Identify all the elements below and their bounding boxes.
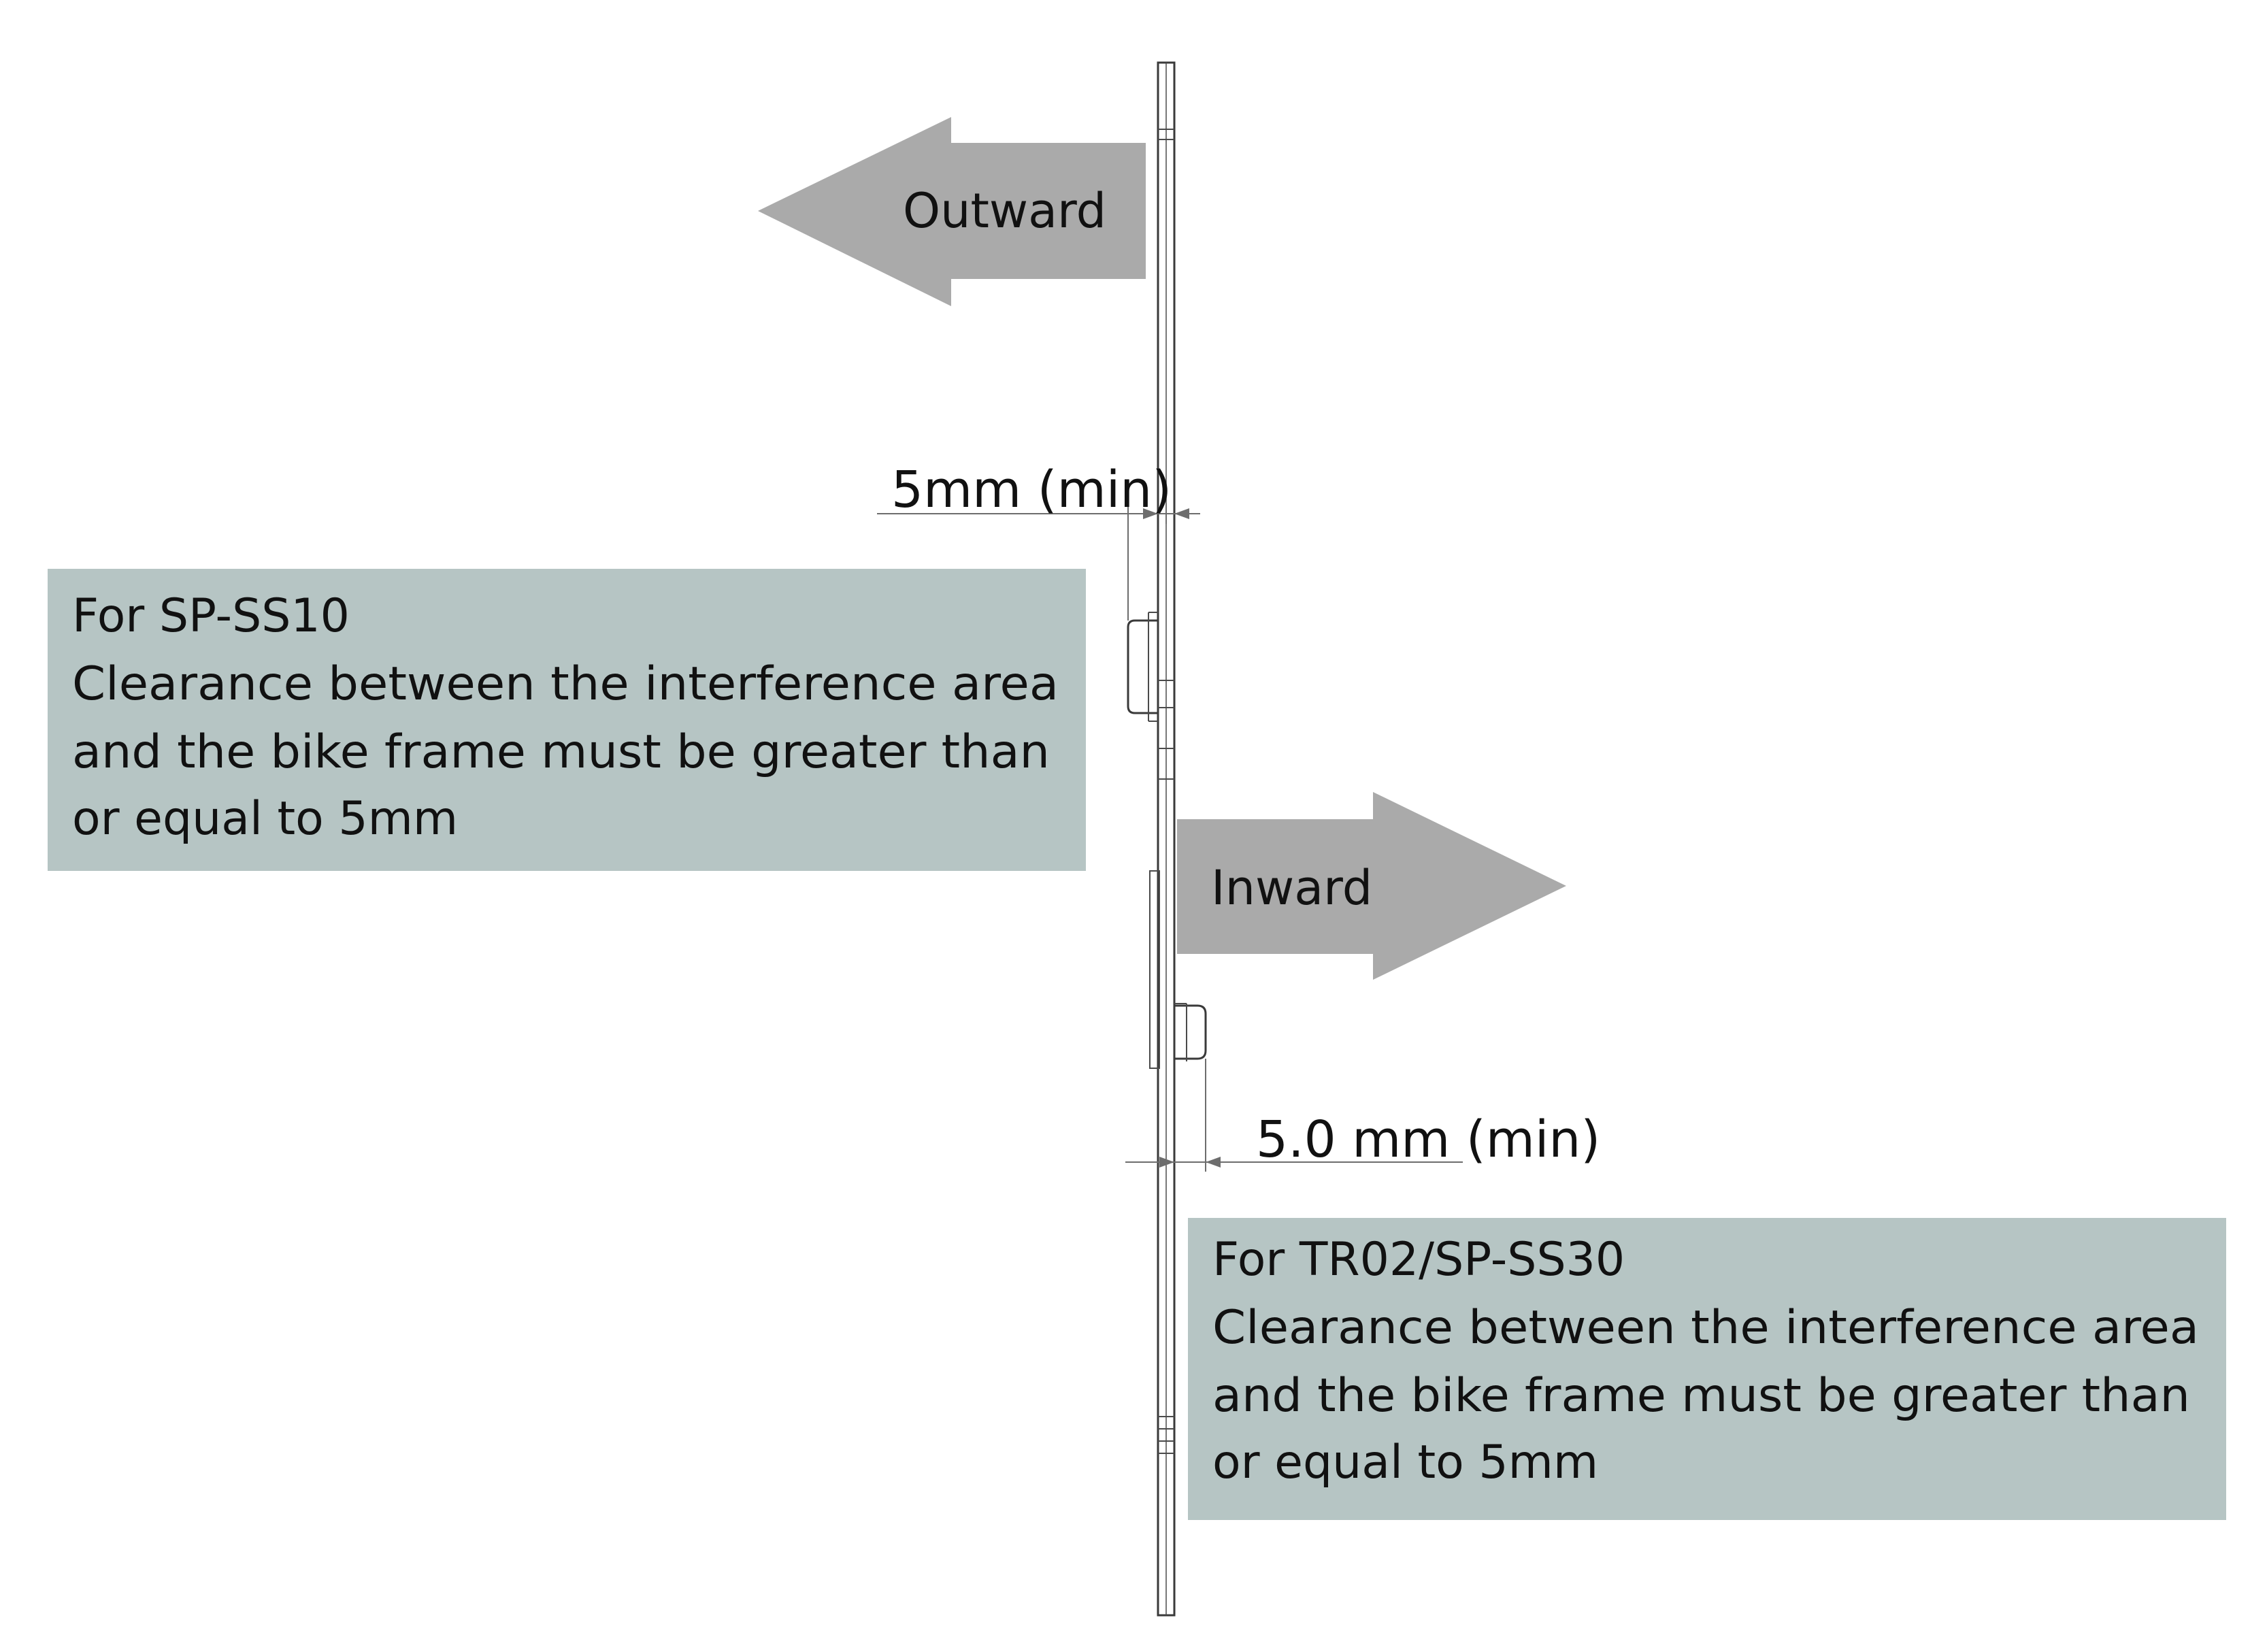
tr02-note: For TR02/SP-SS30 Clearance between the i… bbox=[1188, 1218, 2226, 1520]
inward-arrow: Inward bbox=[1177, 792, 1566, 980]
outward-arrow: Outward bbox=[758, 117, 1146, 306]
tr02-note-line-2: and the bike frame must be greater than bbox=[1212, 1369, 2190, 1423]
lower-dimension: 5.0 mm (min) bbox=[1125, 1059, 1600, 1172]
upper-dimension-label: 5mm (min) bbox=[891, 461, 1172, 519]
sp-ss10-note-box bbox=[48, 569, 1086, 871]
sp-ss10-note-line-1: Clearance between the interference area bbox=[72, 657, 1059, 711]
sp-ss10-note-line-3: or equal to 5mm bbox=[72, 792, 458, 846]
sp-ss10-protrusion bbox=[1127, 619, 1159, 714]
tr02-protrusion bbox=[1173, 1004, 1207, 1060]
sp-ss10-note: For SP-SS10 Clearance between the interf… bbox=[48, 569, 1086, 871]
tr02-note-title: For TR02/SP-SS30 bbox=[1212, 1233, 1625, 1287]
inward-label: Inward bbox=[1211, 860, 1372, 916]
outward-label: Outward bbox=[903, 183, 1106, 239]
tr02-note-line-3: or equal to 5mm bbox=[1212, 1436, 1598, 1489]
lower-dimension-label: 5.0 mm (min) bbox=[1256, 1110, 1600, 1169]
tr02-note-line-1: Clearance between the interference area bbox=[1212, 1301, 2199, 1355]
upper-dimension: 5mm (min) bbox=[877, 461, 1200, 621]
tr02-note-box bbox=[1188, 1218, 2226, 1520]
frame-profile bbox=[1127, 61, 1207, 1617]
hub-ring bbox=[1149, 870, 1160, 1069]
inward-arrow-shape bbox=[1177, 792, 1566, 980]
outward-arrow-shape bbox=[758, 117, 1146, 306]
sp-ss10-note-line-2: and the bike frame must be greater than bbox=[72, 725, 1050, 779]
sp-ss10-note-title: For SP-SS10 bbox=[72, 589, 350, 643]
